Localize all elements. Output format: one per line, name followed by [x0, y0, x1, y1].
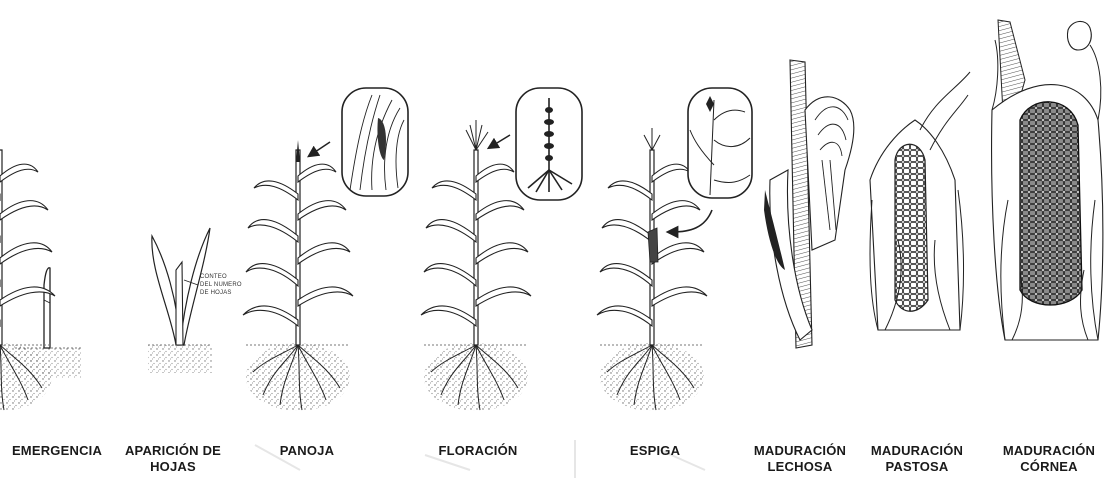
- floracion-inset-circle: [516, 88, 582, 200]
- leaf-count-annotation: CONTEO DEL NUMERO DE HOJAS: [200, 273, 242, 297]
- label-maduracion-pastosa: MADURACIÓN PASTOSA: [862, 443, 972, 475]
- label-panoja: PANOJA: [262, 443, 352, 459]
- label-maduracion-cornea: MADURACIÓN CÓRNEA: [994, 443, 1104, 475]
- label-floracion: FLORACIÓN: [428, 443, 528, 459]
- espiga-inset-circle: [688, 88, 752, 198]
- annotation-line-1: CONTEO: [200, 273, 242, 281]
- panoja-inset-circle: [342, 88, 408, 196]
- annotation-line-2: DEL NUMERO: [200, 281, 242, 289]
- label-line: ESPIGA: [610, 443, 700, 459]
- label-line: MADURACIÓN: [994, 443, 1104, 459]
- annotation-line-3: DE HOJAS: [200, 289, 242, 297]
- label-espiga: ESPIGA: [610, 443, 700, 459]
- label-line: PASTOSA: [862, 459, 972, 475]
- stage-aparicion-hojas-plant: [148, 228, 212, 373]
- label-line: HOJAS: [118, 459, 228, 475]
- label-aparicion-de-hojas: APARICIÓN DE HOJAS: [118, 443, 228, 475]
- label-line: EMERGENCIA: [2, 443, 112, 459]
- label-line: CÓRNEA: [994, 459, 1104, 475]
- label-line: LECHOSA: [745, 459, 855, 475]
- stage-panoja-plant: [243, 140, 353, 411]
- label-line: FLORACIÓN: [428, 443, 528, 459]
- label-line: PANOJA: [262, 443, 352, 459]
- label-emergencia: EMERGENCIA: [2, 443, 112, 459]
- label-line: MADURACIÓN: [862, 443, 972, 459]
- stage-maduracion-cornea-ear: [992, 20, 1103, 340]
- label-line: APARICIÓN DE: [118, 443, 228, 459]
- stage-floracion-plant: [421, 120, 531, 411]
- label-line: MADURACIÓN: [745, 443, 855, 459]
- label-maduracion-lechosa: MADURACIÓN LECHOSA: [745, 443, 855, 475]
- stage-maduracion-lechosa-ear: [764, 60, 854, 348]
- stage-maduracion-pastosa-ear: [870, 72, 970, 330]
